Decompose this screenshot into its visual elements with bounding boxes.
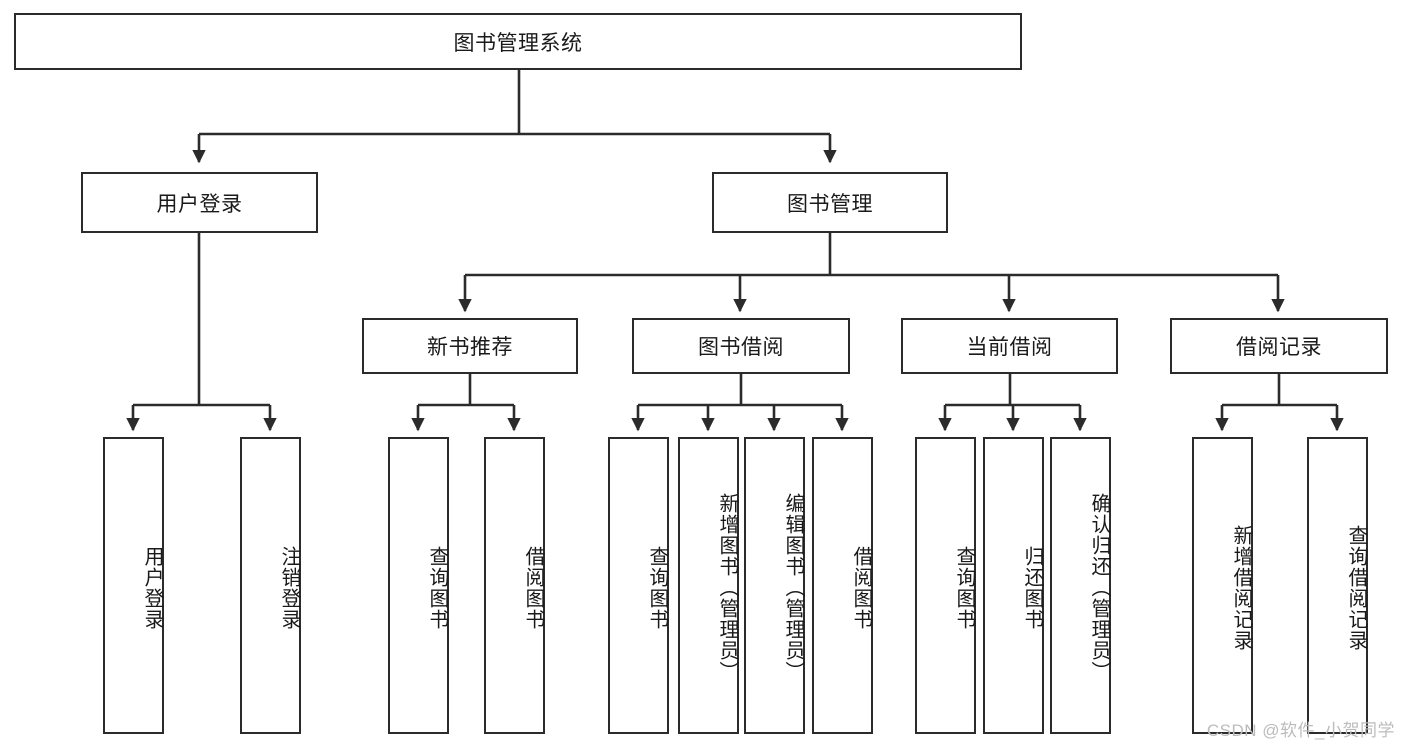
node-current-borrow[interactable]: 当前借阅 [901,318,1118,374]
node-borrow-record-label: 借阅记录 [1236,336,1322,359]
leaf-user-login-login[interactable]: 用户登录 [103,437,164,734]
node-book-borrow[interactable]: 图书借阅 [632,318,850,374]
watermark: CSDN @软件_小贺同学 [1206,721,1395,740]
leaf-label: 查询图书 [426,545,448,630]
leaf-label: 确认归还（管理员） [1088,493,1110,682]
leaf-new-book-borrow-book[interactable]: 借阅图书 [484,437,545,734]
leaf-label: 归还图书 [1021,545,1043,630]
leaf-label: 新增图书（管理员） [716,493,738,682]
leaf-label: 查询图书 [646,545,668,630]
node-borrow-record[interactable]: 借阅记录 [1170,318,1388,374]
leaf-label: 借阅图书 [522,545,544,630]
node-book-borrow-label: 图书借阅 [698,336,784,359]
leaf-current-borrow-return-book[interactable]: 归还图书 [983,437,1044,734]
leaf-borrow-record-query-record[interactable]: 查询借阅记录 [1307,437,1368,734]
leaf-new-book-query-book[interactable]: 查询图书 [388,437,449,734]
node-root-label: 图书管理系统 [453,31,583,55]
leaf-label: 注销登录 [278,545,300,630]
leaf-book-borrow-query-book[interactable]: 查询图书 [608,437,669,734]
leaf-user-login-logout[interactable]: 注销登录 [240,437,301,734]
leaf-borrow-record-add-record[interactable]: 新增借阅记录 [1192,437,1253,734]
leaf-label: 借阅图书 [850,545,872,630]
leaf-label: 新增借阅记录 [1230,524,1252,651]
leaf-current-borrow-query-book[interactable]: 查询图书 [915,437,976,734]
node-root[interactable]: 图书管理系统 [14,13,1022,70]
leaf-book-borrow-add-book[interactable]: 新增图书（管理员） [678,437,739,734]
leaf-label: 用户登录 [141,545,163,630]
leaf-book-borrow-borrow-book[interactable]: 借阅图书 [812,437,873,734]
node-book-management-label: 图书管理 [787,192,873,216]
node-user-login-label: 用户登录 [156,192,243,216]
leaf-current-borrow-confirm-return[interactable]: 确认归还（管理员） [1050,437,1111,734]
leaf-label: 编辑图书（管理员） [782,493,804,682]
node-book-management[interactable]: 图书管理 [712,172,948,233]
node-current-borrow-label: 当前借阅 [966,336,1053,359]
node-new-book-recommend[interactable]: 新书推荐 [362,318,578,374]
node-user-login[interactable]: 用户登录 [81,172,318,233]
leaf-book-borrow-edit-book[interactable]: 编辑图书（管理员） [744,437,805,734]
node-new-book-recommend-label: 新书推荐 [427,336,513,359]
leaf-label: 查询图书 [953,545,975,630]
leaf-label: 查询借阅记录 [1345,524,1367,651]
